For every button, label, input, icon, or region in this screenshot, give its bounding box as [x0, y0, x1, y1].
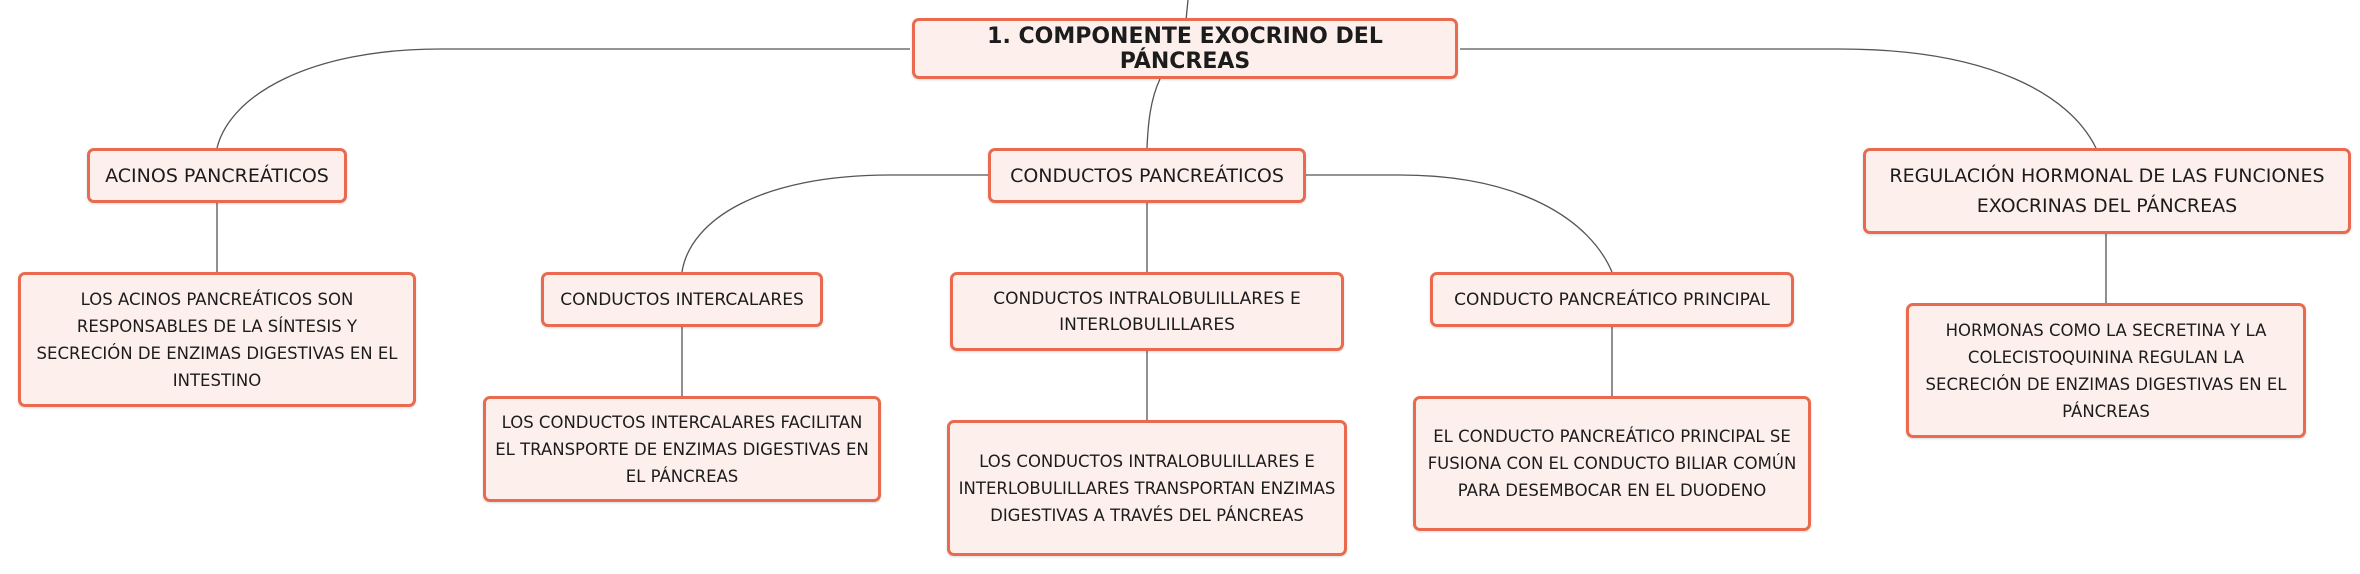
topic-conductos-label: CONDUCTOS PANCREÁTICOS — [1010, 164, 1284, 187]
connector-conductos-to-intercalares — [681, 174, 988, 273]
subtopic-principal[interactable]: CONDUCTO PANCREÁTICO PRINCIPAL — [1430, 272, 1794, 327]
detail-principal[interactable]: EL CONDUCTO PANCREÁTICO PRINCIPAL SE FUS… — [1413, 396, 1811, 531]
detail-acinos-text: LOS ACINOS PANCREÁTICOS SON RESPONSABLES… — [36, 289, 398, 390]
topic-regulacion-label: REGULACIÓN HORMONAL DE LAS FUNCIONES EXO… — [1889, 165, 2325, 217]
detail-intralobulillares-text: LOS CONDUCTOS INTRALOBULILLARES E INTERL… — [958, 451, 1336, 525]
subtopic-principal-label: CONDUCTO PANCREÁTICO PRINCIPAL — [1454, 289, 1770, 310]
detail-principal-text: EL CONDUCTO PANCREÁTICO PRINCIPAL SE FUS… — [1427, 427, 1797, 500]
root-topic-label: 1. COMPONENTE EXOCRINO DEL PÁNCREAS — [987, 23, 1383, 74]
detail-intralobulillares[interactable]: LOS CONDUCTOS INTRALOBULILLARES E INTERL… — [947, 420, 1347, 556]
detail-acinos[interactable]: LOS ACINOS PANCREÁTICOS SON RESPONSABLES… — [18, 272, 416, 407]
topic-regulacion[interactable]: REGULACIÓN HORMONAL DE LAS FUNCIONES EXO… — [1863, 148, 2351, 234]
subtopic-intralobulillares-label: CONDUCTOS INTRALOBULILLARES E INTERLOBUL… — [993, 288, 1301, 335]
connector-root-to-regulacion — [1460, 48, 2097, 149]
connector-conductos-to-principal — [1306, 174, 1613, 273]
detail-regulacion[interactable]: HORMONAS COMO LA SECRETINA Y LA COLECIST… — [1906, 303, 2306, 438]
subtopic-intercalares[interactable]: CONDUCTOS INTERCALARES — [541, 272, 823, 327]
topic-acinos[interactable]: ACINOS PANCREÁTICOS — [87, 148, 347, 203]
topic-conductos[interactable]: CONDUCTOS PANCREÁTICOS — [988, 148, 1306, 203]
connector-root-to-conductos — [1146, 78, 1161, 149]
connector-parent-to-root — [1185, 0, 1189, 21]
subtopic-intercalares-label: CONDUCTOS INTERCALARES — [560, 289, 804, 310]
detail-intercalares[interactable]: LOS CONDUCTOS INTERCALARES FACILITAN EL … — [483, 396, 881, 502]
connector-root-to-acinos — [216, 48, 910, 149]
detail-regulacion-text: HORMONAS COMO LA SECRETINA Y LA COLECIST… — [1925, 320, 2287, 421]
detail-intercalares-text: LOS CONDUCTOS INTERCALARES FACILITAN EL … — [495, 412, 869, 486]
topic-acinos-label: ACINOS PANCREÁTICOS — [105, 164, 329, 187]
subtopic-intralobulillares[interactable]: CONDUCTOS INTRALOBULILLARES E INTERLOBUL… — [950, 272, 1344, 351]
root-topic[interactable]: 1. COMPONENTE EXOCRINO DEL PÁNCREAS — [912, 18, 1458, 79]
